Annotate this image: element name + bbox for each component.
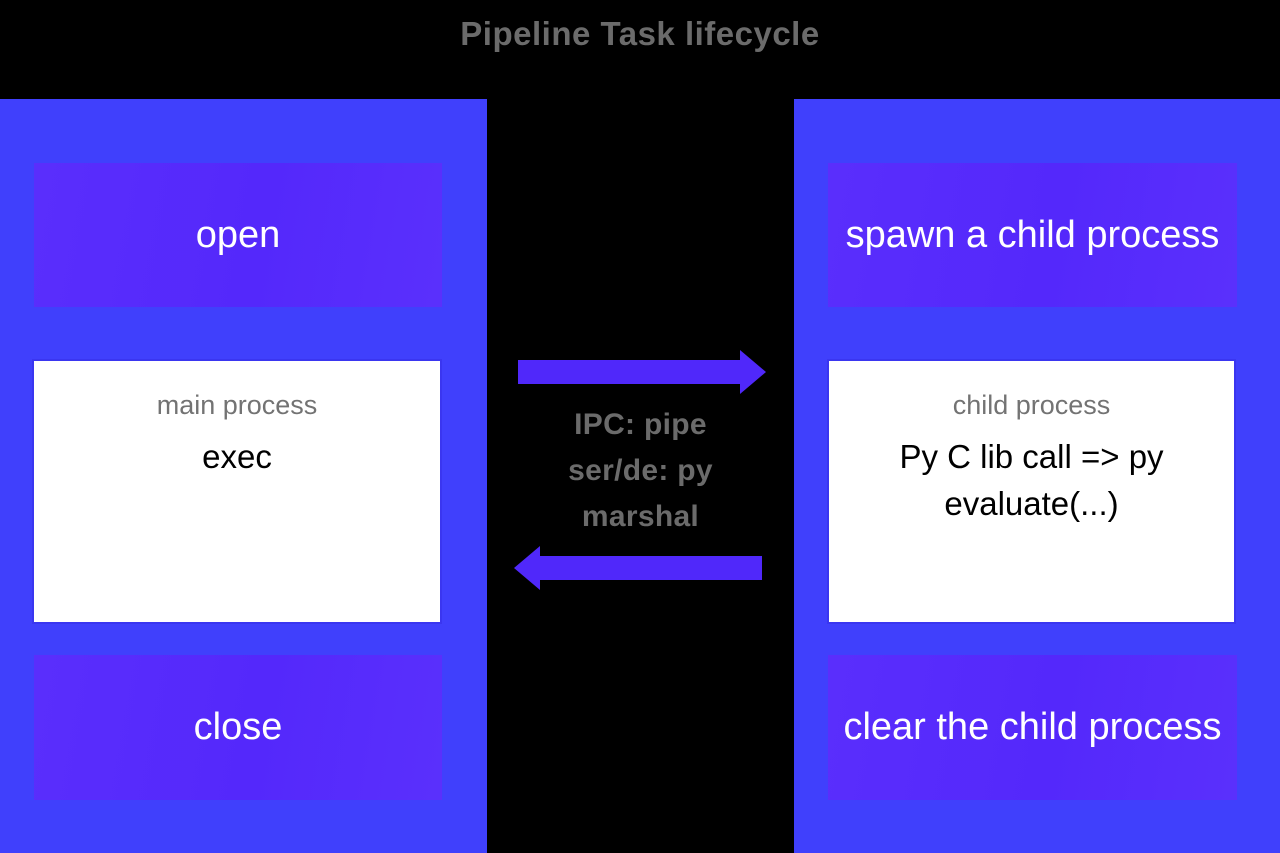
card-close[interactable]: close xyxy=(34,655,442,800)
card-child-process[interactable]: child process Py C lib call => py evalua… xyxy=(827,359,1236,624)
child-process-header: child process xyxy=(952,390,1111,420)
ipc-caption-line-2: ser/de: py xyxy=(568,454,713,487)
main-process-column: open main process exec close xyxy=(0,99,487,853)
ipc-gutter xyxy=(487,99,794,853)
ipc-caption-line-1: IPC: pipe xyxy=(574,408,707,441)
child-process-body: Py C lib call => py evaluate(...) xyxy=(899,438,1164,522)
arrow-left-icon xyxy=(514,546,762,590)
card-close-label: close xyxy=(193,706,283,748)
title-band: Pipeline Task lifecycle xyxy=(0,0,1280,99)
card-open[interactable]: open xyxy=(34,163,442,307)
card-open-label: open xyxy=(195,213,281,256)
card-spawn-child-label: spawn a child process xyxy=(845,213,1220,256)
card-clear-child-label: clear the child process xyxy=(843,706,1222,748)
child-process-column: spawn a child process child process Py C… xyxy=(794,99,1280,853)
card-clear-child[interactable]: clear the child process xyxy=(828,655,1237,800)
ipc-caption: IPC: pipe ser/de: py marshal xyxy=(487,402,794,540)
ipc-caption-line-3: marshal xyxy=(581,500,700,533)
page-title: Pipeline Task lifecycle xyxy=(460,15,820,52)
card-spawn-child[interactable]: spawn a child process xyxy=(828,163,1237,307)
arrow-right-icon xyxy=(518,350,766,394)
main-process-header: main process xyxy=(156,390,318,420)
main-process-body: exec xyxy=(202,438,272,475)
card-main-process[interactable]: main process exec xyxy=(32,359,442,624)
